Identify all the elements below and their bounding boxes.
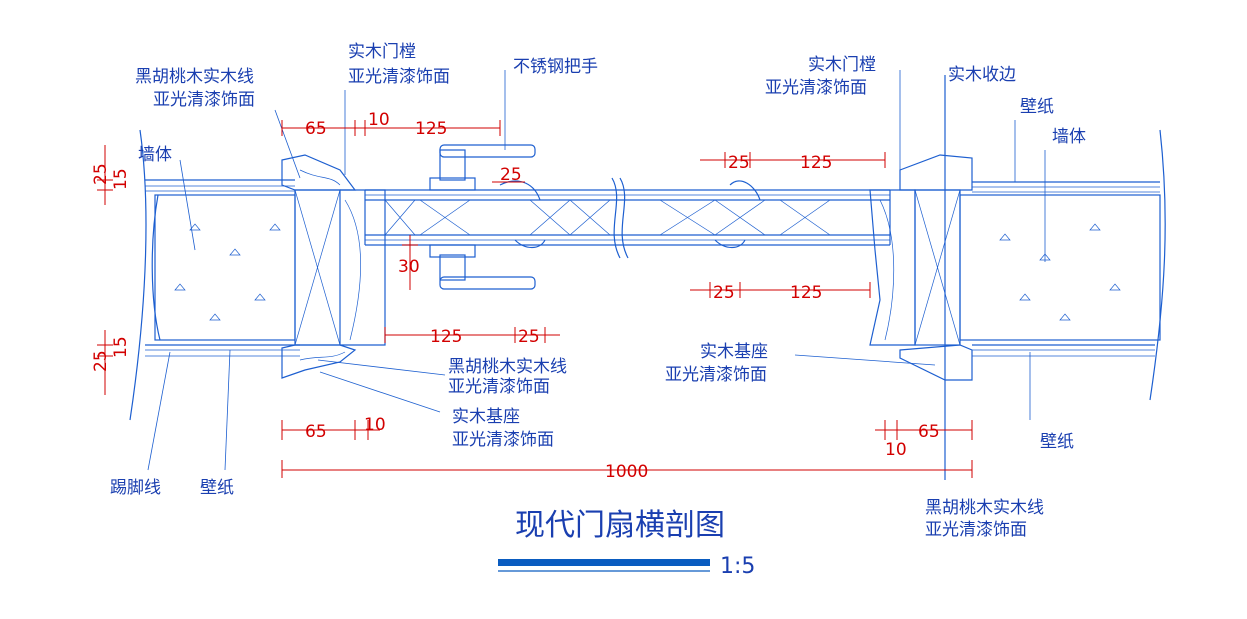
dim-25-bottom-left: 25 — [518, 327, 540, 347]
dimension-lines — [97, 120, 973, 478]
dim-15-vertical-bottom: 15 — [111, 336, 131, 358]
left-wall — [129, 129, 300, 421]
dim-125-mid-right: 125 — [790, 283, 822, 303]
dim-65-bottom-left: 65 — [305, 422, 327, 442]
dim-10-bottom-right: 10 — [885, 440, 907, 460]
right-wall — [959, 129, 1166, 401]
jamb-label-r: 实木门樘 — [808, 55, 876, 75]
walnut-line-finish-bl: 亚光清漆饰面 — [448, 377, 550, 397]
dim-25-vertical-top: 25 — [91, 163, 111, 185]
base-label-r: 实木基座 — [700, 342, 768, 362]
dim-10-bottom-left: 10 — [364, 415, 386, 435]
wallpaper-label-br: 壁纸 — [1040, 432, 1074, 452]
dim-1000-overall: 1000 — [605, 462, 648, 482]
left-door-frame — [281, 154, 386, 379]
dim-25-vertical-bottom: 25 — [91, 350, 111, 372]
leader-lines — [147, 70, 1046, 471]
door-leaf — [364, 177, 891, 259]
handle-label: 不锈钢把手 — [513, 57, 598, 77]
walnut-line-label-br: 黑胡桃木实木线 — [925, 498, 1044, 518]
dim-30: 30 — [398, 257, 420, 277]
base-finish-r: 亚光清漆饰面 — [665, 365, 767, 385]
jamb-label-l: 实木门樘 — [348, 42, 416, 62]
wall-label-l: 墙体 — [138, 145, 172, 165]
dim-25-handle: 25 — [500, 165, 522, 185]
wall-label-r: 墙体 — [1052, 127, 1086, 147]
edge-trim-label: 实木收边 — [948, 65, 1016, 85]
dim-65-bottom-right: 65 — [918, 422, 940, 442]
walnut-line-label-tl: 黑胡桃木实木线 — [135, 67, 254, 87]
title-underline-bar — [498, 559, 710, 566]
walnut-line-label-bl: 黑胡桃木实木线 — [448, 357, 567, 377]
dim-25-top-right: 25 — [728, 153, 750, 173]
skirting-label: 踢脚线 — [110, 478, 161, 498]
dim-125-top-left: 125 — [415, 119, 447, 139]
jamb-finish-l: 亚光清漆饰面 — [348, 67, 450, 87]
dim-125-top-right: 125 — [800, 153, 832, 173]
wallpaper-label-tr: 壁纸 — [1020, 97, 1054, 117]
wallpaper-label-bl: 壁纸 — [200, 478, 234, 498]
dim-10-top-left: 10 — [368, 110, 390, 130]
base-finish-bl: 亚光清漆饰面 — [452, 430, 554, 450]
right-door-frame — [869, 75, 973, 480]
drawing-scale: 1:5 — [720, 554, 755, 579]
base-label-bl: 实木基座 — [452, 407, 520, 427]
dim-65-top-left: 65 — [305, 119, 327, 139]
dim-125-bottom-left: 125 — [430, 327, 462, 347]
dim-15-vertical-top: 15 — [111, 168, 131, 190]
jamb-finish-r: 亚光清漆饰面 — [765, 78, 867, 98]
stainless-handle — [429, 144, 536, 290]
dim-25-mid-right: 25 — [713, 283, 735, 303]
walnut-line-finish-tl: 亚光清漆饰面 — [153, 90, 255, 110]
drawing-title: 现代门扇横剖图 — [515, 508, 725, 543]
walnut-line-finish-br: 亚光清漆饰面 — [925, 520, 1027, 540]
